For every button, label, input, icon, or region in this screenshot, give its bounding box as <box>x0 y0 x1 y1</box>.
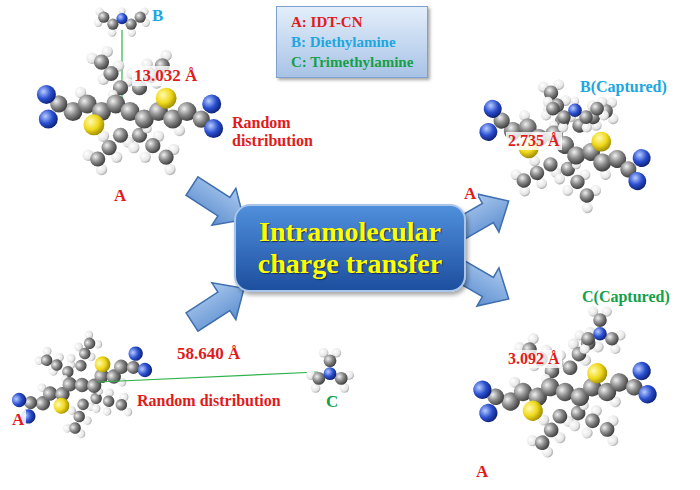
state-note: Random distribution <box>135 392 283 410</box>
diethylamine-molecule <box>94 7 150 36</box>
distance-value: 3.092 Å <box>506 350 562 368</box>
key-entry: A: IDT-CN <box>291 12 413 32</box>
captured-note: B(Captured) <box>578 78 669 96</box>
molecule-letter: B <box>150 6 165 26</box>
process-box: Intramolecular charge transfer <box>234 204 466 292</box>
molecule-letter: A <box>10 410 26 430</box>
captured-note: C(Captured) <box>580 288 672 306</box>
distance-value: 13.032 Å <box>132 66 199 86</box>
key-entry: B: Diethylamine <box>291 32 413 52</box>
diethylamine-molecule <box>541 97 609 133</box>
box-title: Intramolecular charge transfer <box>248 216 452 280</box>
random-pair-c <box>0 310 354 458</box>
molecule-letter: A <box>474 462 490 482</box>
key-entry: C: Trimethylamine <box>291 52 413 72</box>
idt-cn-molecule <box>465 314 664 469</box>
molecule-letter: C <box>324 392 340 412</box>
molecule-letter: A <box>462 184 478 204</box>
captured-pair-c <box>465 307 664 469</box>
idt-cn-molecule <box>0 310 166 458</box>
molecule-letter: A <box>112 186 128 206</box>
trimethylamine-molecule <box>575 307 626 355</box>
idt-cn-molecule <box>37 46 223 175</box>
state-note: Random distribution <box>230 114 338 151</box>
distance-value: 58.640 Å <box>175 344 242 364</box>
random-pair-b <box>37 7 223 175</box>
trimethylamine-molecule <box>306 348 354 393</box>
distance-line <box>98 372 318 382</box>
legend-box: A: IDT-CNB: DiethylamineC: Trimethylamin… <box>276 6 428 78</box>
distance-value: 2.735 Å <box>506 132 562 150</box>
